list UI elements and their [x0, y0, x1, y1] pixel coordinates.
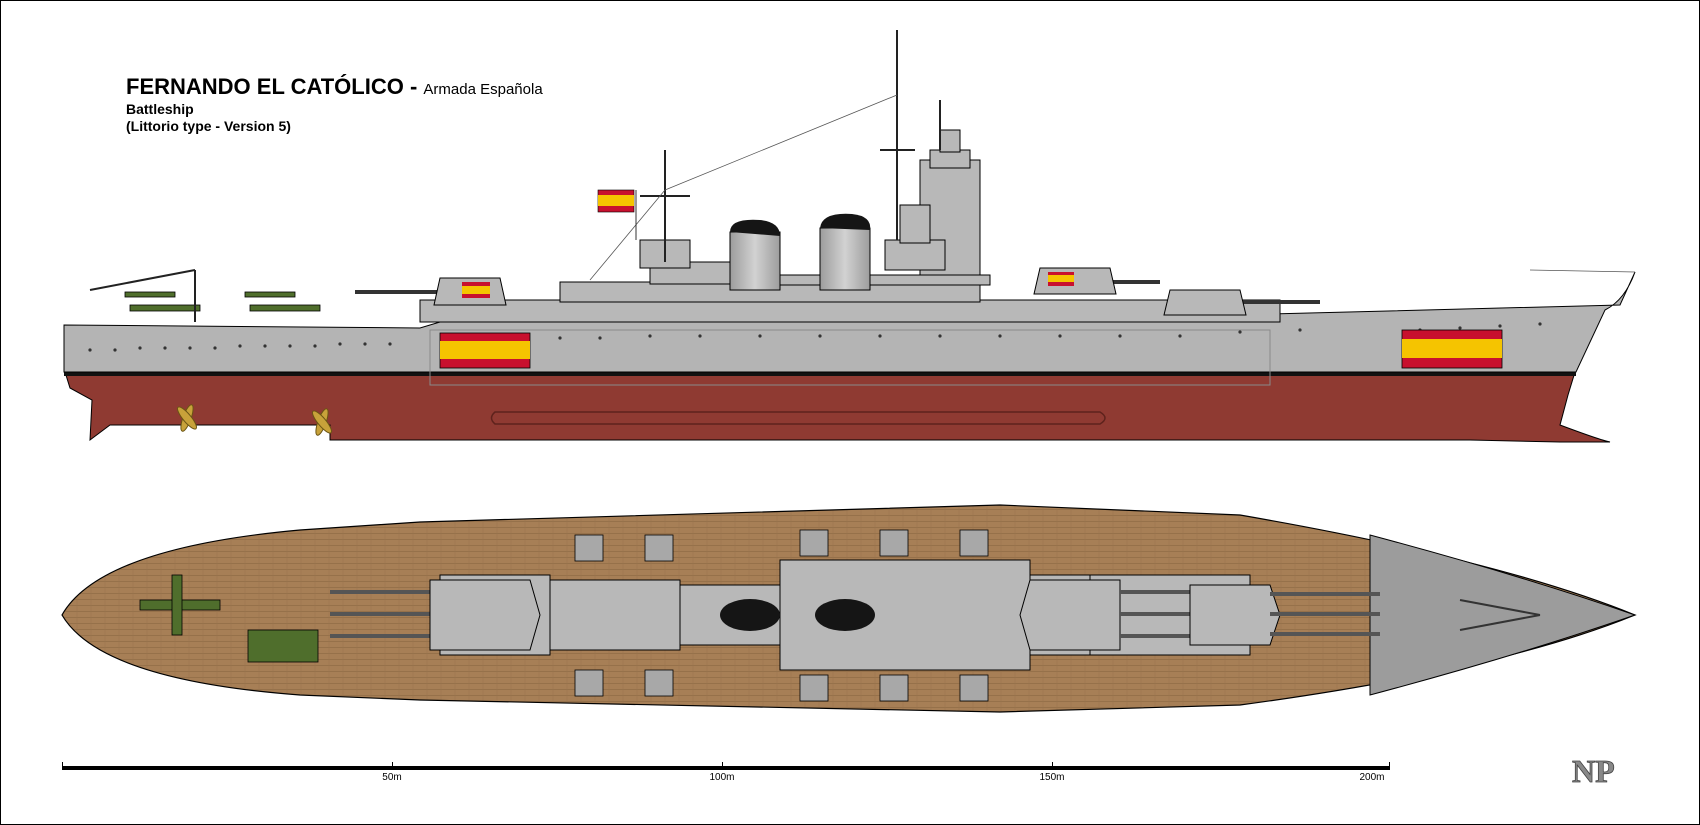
- secondary-mounts-top: [574, 529, 989, 702]
- seaplanes-side: [124, 291, 321, 312]
- stern-flag: [597, 189, 637, 240]
- title-line: FERNANDO EL CATÓLICO - Armada Española: [126, 74, 543, 100]
- seaplanes-top: [139, 574, 319, 663]
- forecastle-steel: [1369, 534, 1637, 696]
- hull-flag-aft: [439, 332, 531, 369]
- aircraft-crane: [89, 269, 196, 322]
- superstructure: [419, 129, 1281, 323]
- scale-bar: [62, 762, 1390, 770]
- main-turrets-side: [355, 267, 1320, 316]
- funnels-top: [720, 599, 875, 631]
- main-turrets-top: [330, 579, 1380, 651]
- propellers: [176, 404, 333, 436]
- masts: [640, 30, 941, 262]
- top-view: [61, 504, 1637, 713]
- funnels: [729, 213, 871, 291]
- lower-hull: [64, 371, 1611, 443]
- rigging: [589, 94, 1636, 281]
- title-block: FERNANDO EL CATÓLICO - Armada Española B…: [126, 74, 543, 134]
- hull-flag-fore: [1401, 329, 1503, 369]
- boot-top-line: [64, 372, 1576, 376]
- signature-logo: NP: [1572, 753, 1615, 790]
- ship-type: Battleship: [126, 101, 194, 117]
- ship-name: FERNANDO EL CATÓLICO -: [126, 74, 418, 99]
- scale-mark-150: 150m: [1039, 772, 1065, 783]
- anchor-chains: [1459, 599, 1541, 631]
- scale-ticks: [62, 762, 1390, 766]
- scale-mark-50: 50m: [382, 772, 402, 783]
- scale-mark-200: 200m: [1359, 772, 1385, 783]
- scale-mark-100: 100m: [709, 772, 735, 783]
- svg-text:NP: NP: [1572, 753, 1615, 789]
- navy-name: Armada Española: [423, 81, 543, 98]
- armor-belt-outline: [429, 329, 1271, 386]
- ship-variant: (Littorio type - Version 5): [126, 118, 291, 134]
- side-profile: [63, 30, 1636, 443]
- bilge-keel: [490, 411, 1106, 425]
